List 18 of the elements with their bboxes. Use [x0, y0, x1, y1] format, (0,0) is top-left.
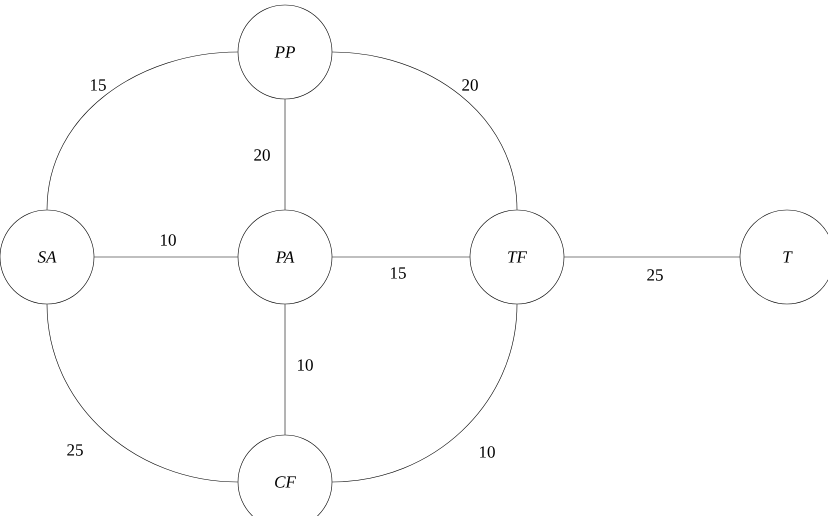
- edge-line: [46, 52, 238, 210]
- edge-label: 10: [478, 445, 496, 459]
- edge-label: 10: [296, 358, 314, 372]
- edge-line: [284, 304, 286, 435]
- edge-label: 20: [460, 78, 480, 92]
- edge-label: 25: [646, 268, 664, 282]
- edge-line: [332, 304, 518, 482]
- edge-label: 15: [88, 78, 108, 92]
- edge-label: 10: [158, 233, 178, 247]
- edge-line: [332, 256, 470, 258]
- edge-line: [564, 256, 740, 258]
- edge-line: [94, 256, 238, 258]
- edge-label: 25: [66, 443, 84, 457]
- edge-label: 20: [252, 148, 272, 162]
- edge-label: 15: [388, 266, 408, 280]
- edge-line: [46, 304, 238, 482]
- edge-line: [332, 52, 518, 210]
- edge-line: [284, 99, 286, 210]
